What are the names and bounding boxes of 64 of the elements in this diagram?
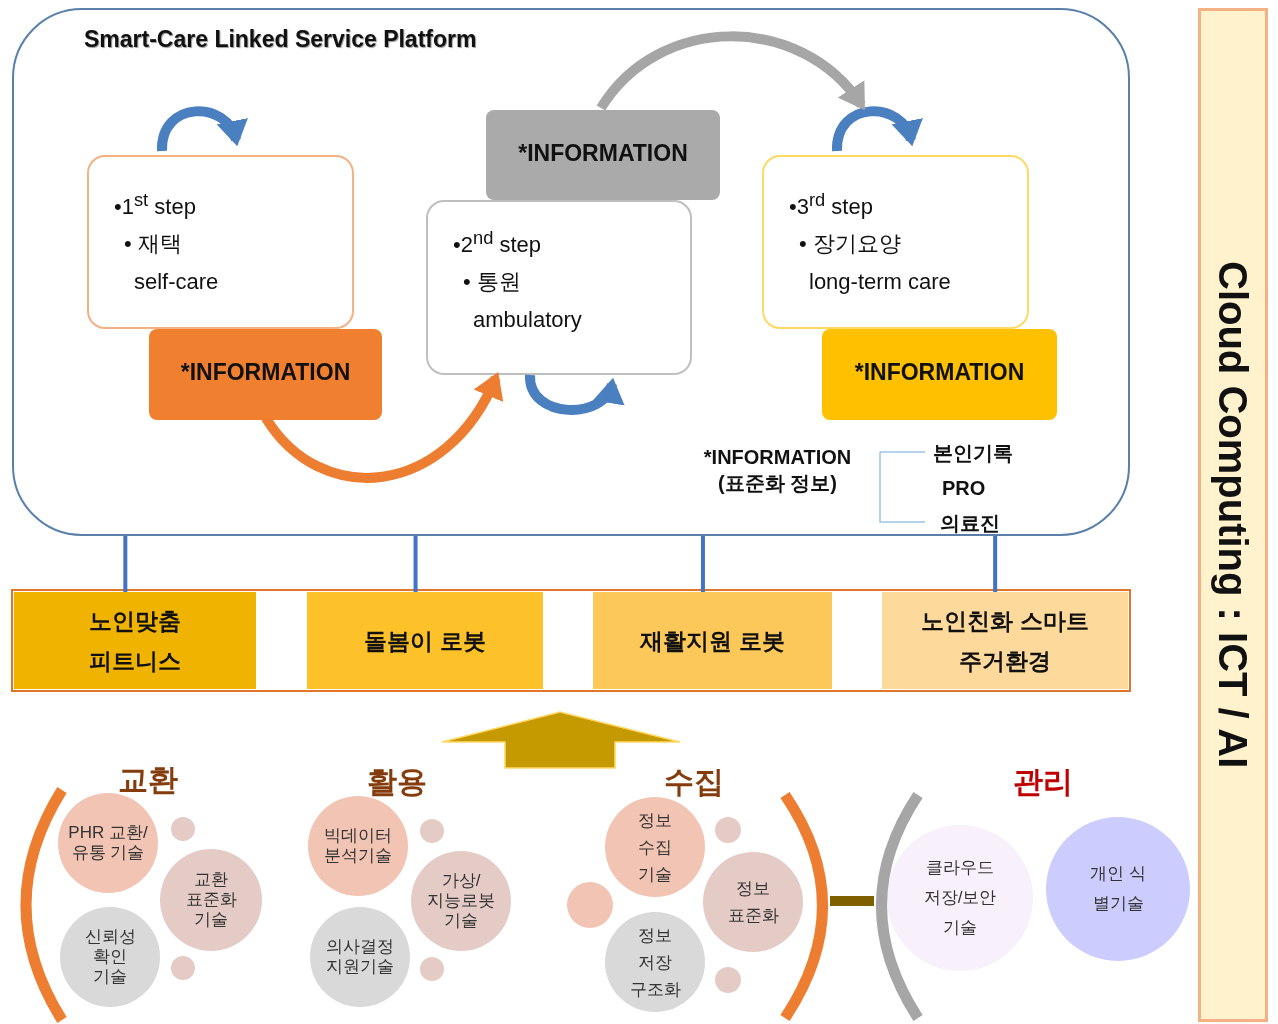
info-box: [486, 110, 720, 200]
side-band: [1198, 8, 1268, 1022]
curved-arrow: [597, 31, 866, 111]
step-text: • 재택: [124, 230, 182, 258]
connector-line: [700, 536, 705, 592]
curved-arrow: [157, 106, 245, 152]
step-text: long-term care: [809, 269, 951, 295]
step-box: [762, 155, 1029, 329]
service-bar: [307, 592, 543, 689]
circle-label: 의사결정 지원기술: [325, 937, 395, 977]
step-box: [87, 155, 354, 329]
step-text: •3$^{rd}$ step: [789, 189, 873, 221]
group-heading: 교환: [118, 762, 178, 798]
step-text: self-care: [134, 269, 219, 295]
service-bar: [593, 592, 832, 689]
bar-label: 노인친화 스마트 주거환경: [920, 606, 1090, 676]
bar-label: 돌봄이 로봇: [363, 626, 487, 656]
platform-panel: [12, 8, 1130, 536]
connector-line: [123, 536, 128, 592]
circle-label: 정보 수집 기술: [637, 809, 673, 886]
bubble: [171, 956, 195, 980]
circle-label: 정보 표준화: [726, 878, 780, 927]
bubble: [567, 882, 613, 928]
step-text: ambulatory: [473, 307, 582, 333]
bubble: [715, 817, 741, 843]
info-label: *INFORMATION: [179, 359, 352, 386]
list-item: 의료진: [940, 511, 1000, 536]
circle-label: 정보 저장 구조화: [628, 924, 682, 1001]
circle-label: 교환 표준화 기술: [184, 870, 238, 930]
step-text: •2$^{nd}$ step: [453, 227, 542, 259]
circle-label: 빅데이터 분석기술: [323, 826, 393, 866]
bar-label: 재활지원 로봇: [639, 626, 786, 656]
connector-line: [413, 536, 418, 592]
bubble: [420, 957, 444, 981]
bubble: [420, 819, 444, 843]
band-label: Cloud Computing : ICT / AI: [1210, 261, 1256, 769]
circle-label: 개인 식 별기술: [1089, 863, 1147, 915]
list-item: PRO: [942, 477, 986, 500]
curved-arrow: [261, 372, 502, 483]
group-heading: 수집: [664, 764, 724, 800]
curved-arrow: [832, 106, 920, 152]
bar-label: 노인맞춤 피트니스: [88, 606, 182, 676]
step-text: • 통원: [463, 268, 521, 296]
circle-label: 신뢰성 확인 기술: [83, 927, 137, 987]
bubble: [171, 817, 195, 841]
list-item: 본인기록: [933, 441, 1013, 466]
circle-label: 가상/ 지능로봇 기술: [426, 871, 496, 931]
group-heading: 관리: [1013, 764, 1073, 800]
step-box: [426, 200, 692, 375]
service-bar: [14, 592, 256, 689]
info-label: *INFORMATION: [517, 140, 689, 167]
title: Smart-Care Linked Service Platform: [84, 26, 477, 53]
circle-label: 클라우드 저장/보안 기술: [922, 857, 998, 939]
bubble: [715, 967, 741, 993]
info-label: *INFORMATION: [853, 359, 1026, 386]
info-box: [149, 329, 382, 420]
note-label: *INFORMATION (표준화 정보): [702, 445, 853, 496]
step-text: • 장기요양: [799, 230, 901, 258]
service-bar: [882, 592, 1128, 689]
group-heading: 활용: [367, 764, 427, 800]
connector-line: [993, 536, 998, 592]
circle-label: PHR 교환/유통 기술: [67, 823, 149, 863]
info-box: [822, 329, 1057, 420]
step-text: •1$^{st}$ step: [114, 189, 196, 221]
